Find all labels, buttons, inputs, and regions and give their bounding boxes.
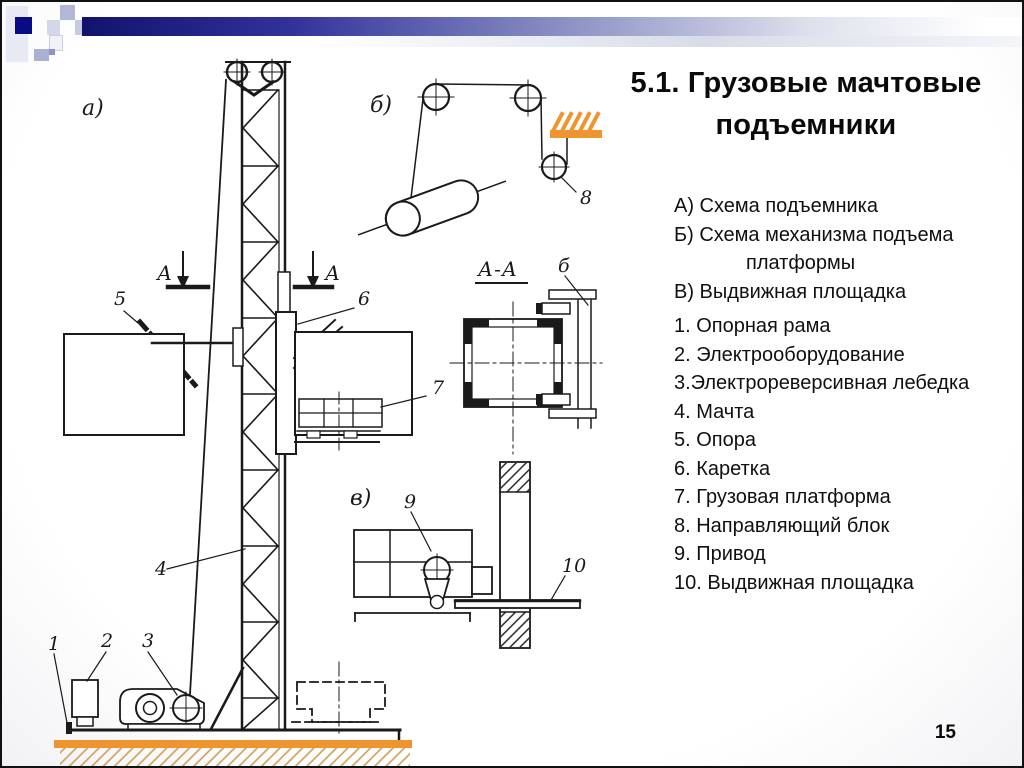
legend-item: 2. Электрооборудование (674, 343, 905, 366)
carriage-platform (275, 271, 413, 455)
legend-item: 6. Каретка (674, 457, 771, 480)
electro-box (71, 679, 99, 718)
ground (54, 740, 412, 766)
label-part-7: 7 (432, 377, 445, 399)
platform-ghost (296, 681, 386, 723)
winch-drum (357, 179, 507, 237)
label-part-6: 6 (358, 288, 370, 310)
legend-item: 9. Привод (674, 543, 766, 565)
section-cut-marks (165, 251, 335, 290)
label-part-2: 2 (100, 630, 113, 652)
title-line-1: 5.1. Грузовые мачтовые (630, 67, 982, 99)
legend-item: 10. Выдвижная площадка (674, 571, 914, 594)
legend-item: 7. Грузовая платформа (674, 486, 891, 508)
legend-item: 8. Направляющий блок (674, 514, 890, 537)
anchor-bar (550, 130, 602, 138)
drive-box (353, 529, 473, 598)
deco-square (47, 20, 60, 35)
legend-item: 3.Электрореверсивная лебедка (674, 372, 970, 394)
label-part-1: 1 (48, 633, 60, 655)
section-aa (449, 282, 603, 455)
wall-box (63, 333, 185, 436)
panel-label-v: в) (350, 486, 371, 511)
header-sub-bar (317, 36, 1022, 47)
support-assembly (63, 310, 244, 436)
detail-v (353, 461, 582, 649)
legend-list: А) Схема подъемника Б) Схема механизма п… (674, 192, 969, 597)
deco-square (49, 35, 63, 51)
label-carriage-b: б (558, 255, 570, 277)
deco-square-navy (15, 17, 32, 34)
hoist-rope (189, 79, 227, 695)
base-frame (66, 661, 402, 743)
legend-item: 4. Мачта (674, 400, 755, 423)
label-part-5: 5 (114, 288, 126, 310)
deco-square (49, 49, 55, 55)
scheme-b (357, 78, 602, 237)
slide-title: 5.1. Грузовые мачтовые подъемники (620, 62, 992, 146)
legend-item: 1. Опорная рама (674, 315, 831, 337)
section-marker-right: А (323, 261, 341, 285)
panel-label-b: б) (370, 93, 392, 118)
label-part-10: 10 (562, 555, 586, 577)
brace (209, 666, 245, 731)
label-part-8: 8 (580, 187, 592, 209)
deco-square (75, 20, 82, 35)
legend-item: Б) Схема механизма подъема (674, 223, 954, 246)
label-part-9: 9 (404, 491, 416, 513)
deco-square (5, 5, 29, 63)
section-title: А-А (476, 257, 518, 281)
label-part-3: 3 (142, 630, 154, 652)
section-marker-left: А (155, 261, 173, 285)
header-gradient-bar (82, 17, 1022, 36)
legend-item: 5. Опора (674, 429, 756, 451)
legend-item: В) Выдвижная площадка (674, 280, 907, 303)
label-part-4: 4 (154, 558, 167, 580)
deco-square (34, 49, 49, 61)
legend-item: А) Схема подъемника (674, 195, 878, 217)
title-line-2: подъемники (715, 109, 897, 142)
leader-lines (53, 177, 589, 729)
carriage (275, 311, 297, 455)
panel-label-a: а) (82, 96, 104, 121)
deco-square (60, 5, 75, 20)
page-number: 15 (934, 722, 956, 743)
hoist-diagram: а) б) в) А А А-А б 5 6 7 8 4 1 2 3 9 10 (48, 58, 603, 766)
legend-item: платформы (746, 252, 856, 274)
